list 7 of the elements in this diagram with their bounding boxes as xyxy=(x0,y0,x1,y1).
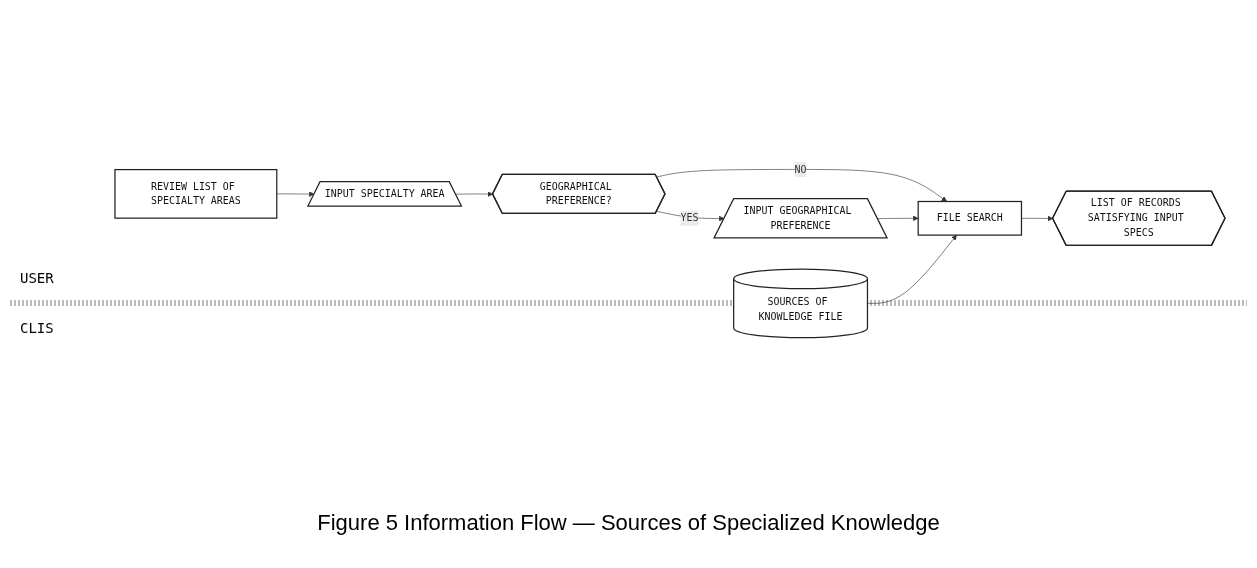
lane-label: USER xyxy=(20,270,54,286)
lane-label: CLIS xyxy=(20,320,54,336)
figure-caption: Figure 5 Information Flow — Sources of Specialized Knowledge xyxy=(316,510,941,536)
edge-label: NO xyxy=(794,163,807,176)
node-box: FILE SEARCH xyxy=(917,201,1023,236)
edge-label: YES xyxy=(680,212,699,225)
node-box: REVIEW LIST OF SPECIALTY AREAS xyxy=(114,169,278,219)
